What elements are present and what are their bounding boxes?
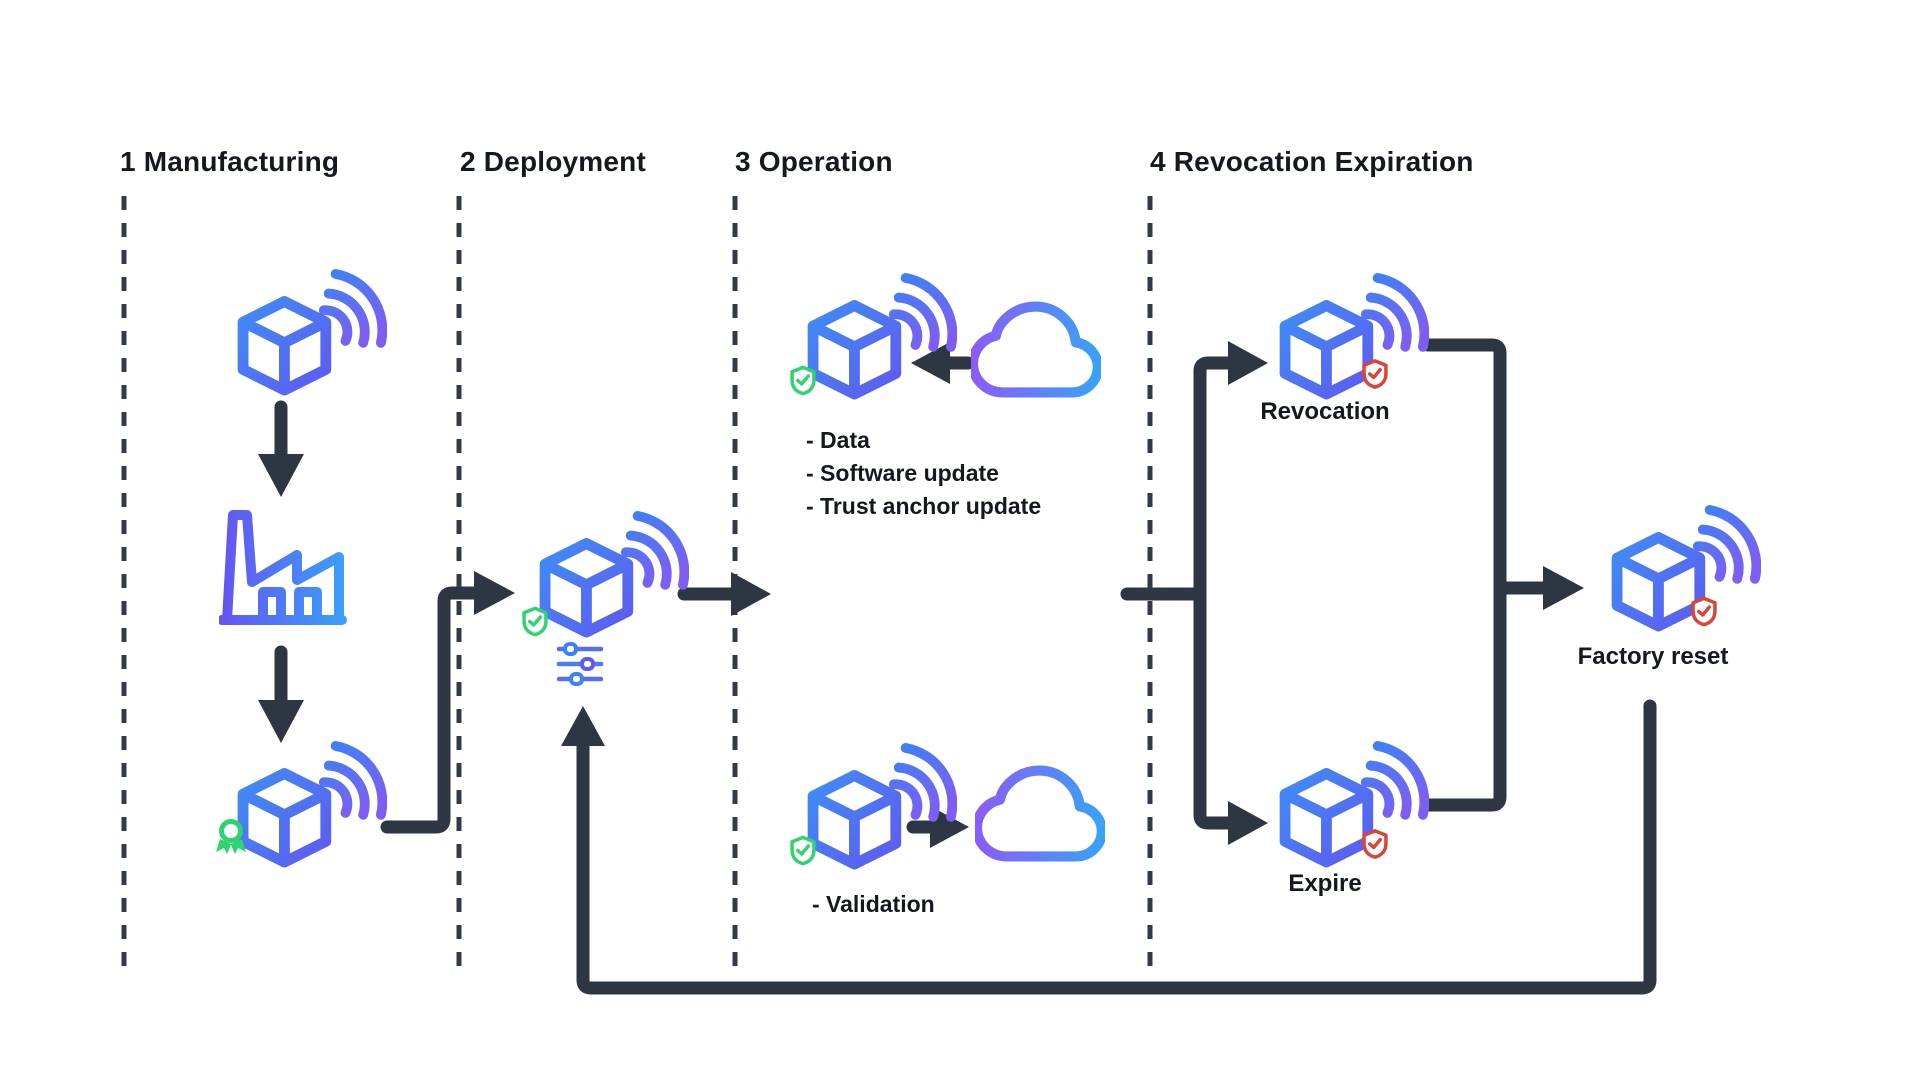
arrowhead-into-operation <box>731 572 771 616</box>
expire-label: Expire <box>1288 870 1362 897</box>
revocation-label: Revocation <box>1260 398 1390 425</box>
arrowhead-down-1 <box>258 454 304 497</box>
list-item: - Trust anchor update <box>806 493 1042 519</box>
cloud-icon <box>971 301 1101 398</box>
arrowhead-into-factory-reset <box>1543 566 1584 610</box>
shield-check-red-icon <box>1361 828 1389 860</box>
cloud-to-device-list: - Data - Software update - Trust anchor … <box>806 424 1041 523</box>
iot-device-wifi-icon <box>539 510 689 638</box>
list-item: - Validation <box>812 891 935 917</box>
iot-device-wifi-icon <box>1611 504 1761 632</box>
shield-check-red-icon <box>1361 358 1389 390</box>
arrowhead-feedback-up <box>561 706 605 746</box>
arrowhead-into-expire <box>1228 801 1268 845</box>
phase-title-manufacturing: 1 Manufacturing <box>120 146 340 177</box>
list-item: - Software update <box>806 460 999 486</box>
phase-title-operation: 3 Operation <box>735 146 893 177</box>
iot-device-wifi-icon <box>237 740 387 868</box>
iot-device-wifi-icon <box>807 742 957 870</box>
branch-split-line <box>1193 356 1237 830</box>
arrowhead-into-deployment <box>474 571 515 615</box>
factory-reset-feedback-line <box>576 699 1657 995</box>
list-item: - Data <box>806 427 870 453</box>
factory-icon <box>219 507 347 629</box>
iot-device-wifi-icon <box>1279 272 1429 400</box>
arrowhead-down-2 <box>258 700 304 743</box>
phase-title-revocation-expiration: 4 Revocation Expiration <box>1150 146 1474 177</box>
manufacturing-to-deployment-line <box>380 586 481 834</box>
iot-device-wifi-icon <box>1279 740 1429 868</box>
shield-check-green-icon <box>789 835 817 866</box>
shield-check-green-icon <box>521 606 549 637</box>
phase-title-deployment: 2 Deployment <box>460 146 646 177</box>
iot-device-wifi-icon <box>237 268 387 396</box>
shield-check-green-icon <box>789 365 817 396</box>
factory-reset-label: Factory reset <box>1577 643 1729 670</box>
config-sliders-icon <box>556 642 604 686</box>
iot-device-wifi-icon <box>807 272 957 400</box>
shield-check-red-icon <box>1690 596 1718 627</box>
device-to-cloud-list: - Validation <box>812 888 935 921</box>
cloud-icon <box>975 765 1105 862</box>
certificate-award-icon <box>214 818 248 856</box>
arrowhead-into-revocation <box>1228 341 1268 385</box>
branch-merge-line <box>1421 338 1507 812</box>
